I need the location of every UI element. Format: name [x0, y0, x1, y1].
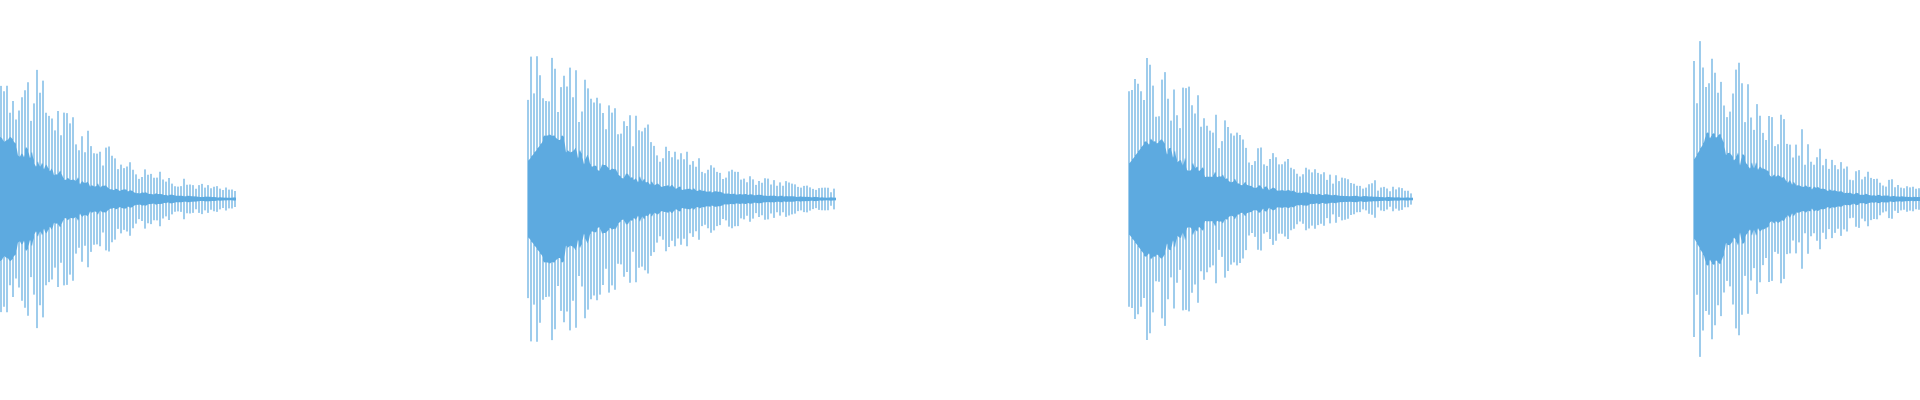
- waveform-core: [1129, 138, 1413, 260]
- waveform-core: [1694, 132, 1920, 266]
- waveform-clip: [527, 56, 836, 342]
- waveform-clip: [1128, 58, 1413, 340]
- waveform-clip: [0, 69, 236, 329]
- waveform-core: [528, 134, 836, 264]
- waveform-core: [0, 136, 236, 262]
- waveform-clip: [1693, 41, 1920, 357]
